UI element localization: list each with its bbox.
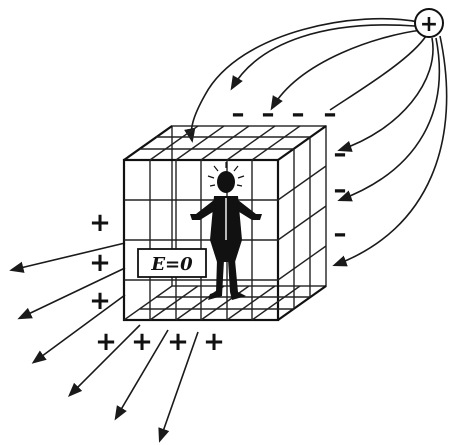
field-label-box: E=0 <box>138 249 206 277</box>
field-line <box>330 36 426 110</box>
positive-charge-sign: + <box>89 286 111 316</box>
field-label: E=0 <box>150 254 193 275</box>
negative-charge-sign: – <box>292 99 305 129</box>
positive-charge-sign: + <box>89 248 111 278</box>
cage-mesh-front <box>124 160 278 320</box>
cage-mesh-right <box>278 137 326 309</box>
cage-edge <box>124 126 172 160</box>
field-line <box>272 30 422 108</box>
positive-charge-sign: + <box>167 327 189 357</box>
negative-charge-sign: – <box>324 99 337 129</box>
cage-edge <box>278 126 326 160</box>
source-charge: + <box>415 9 443 37</box>
head <box>217 171 235 193</box>
negative-charge-sign: – <box>262 99 275 129</box>
field-line <box>340 38 439 200</box>
cage-edge <box>124 286 172 320</box>
negative-charge-sign: – <box>334 219 347 249</box>
cage-edge <box>278 286 326 320</box>
field-line <box>232 25 415 88</box>
positive-charge-sign: + <box>203 327 225 357</box>
induced-positive-charges: + + + + + + + <box>89 208 225 357</box>
negative-charge-sign: – <box>232 99 245 129</box>
positive-charge-sign: + <box>131 327 153 357</box>
positive-charge-sign: + <box>95 327 117 357</box>
induced-negative-charges: – – – – – – – <box>232 99 347 249</box>
source-charge-sign: + <box>420 12 438 37</box>
negative-charge-sign: – <box>334 175 347 205</box>
positive-charge-sign: + <box>89 208 111 238</box>
negative-charge-sign: – <box>334 139 347 169</box>
